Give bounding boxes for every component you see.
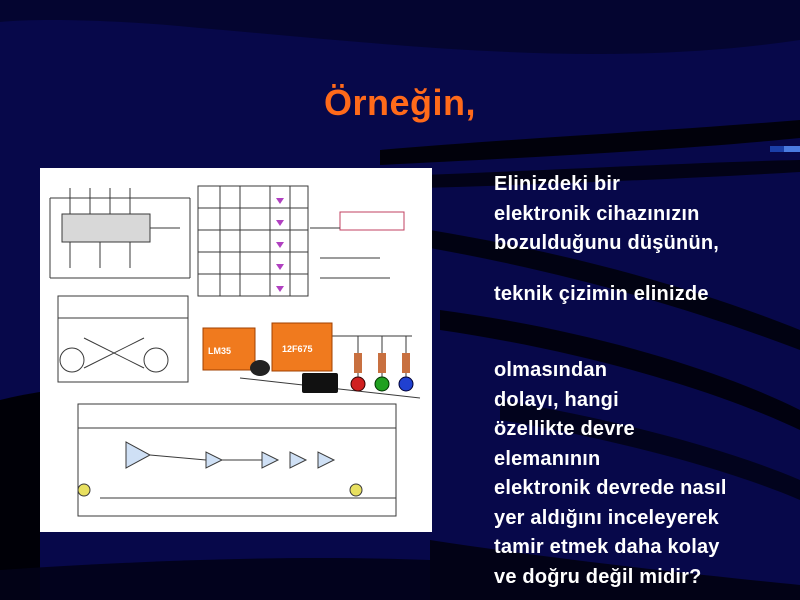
paragraph-2: teknik çizimin elinizde <box>494 283 709 305</box>
chip-label-lm35: LM35 <box>208 346 231 356</box>
circuit-drawing: LM35 12F675 <box>49 185 421 517</box>
circuit-diagram-image: LM35 12F675 <box>40 168 432 532</box>
slide-title: Örneğin, <box>323 82 476 123</box>
paragraph-3: olmasından dolayı, hangi özellikte devre… <box>494 359 727 588</box>
paragraph-1: Elinizdeki bir elektronik cihazınızın bo… <box>494 173 720 254</box>
chip-label-12f675: 12F675 <box>282 344 313 354</box>
